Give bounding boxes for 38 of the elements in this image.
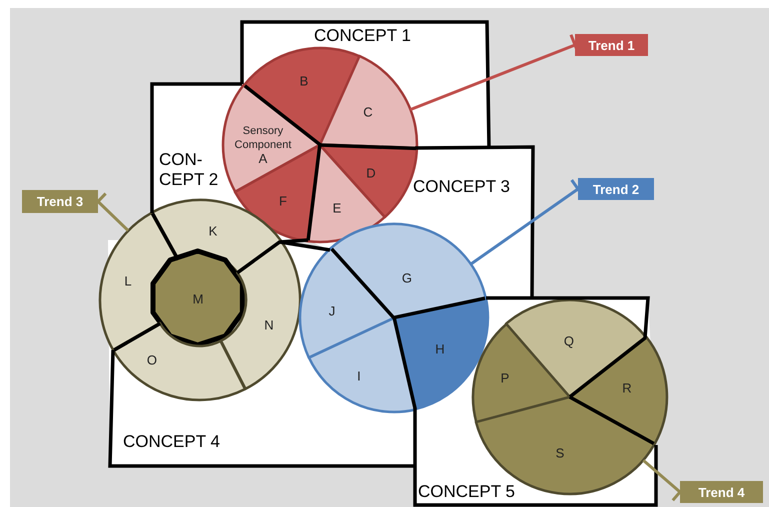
segment-label: S	[556, 446, 564, 460]
trend-tag: Trend 2	[578, 178, 654, 200]
concept-label: CON- CEPT 2	[159, 150, 223, 190]
ring-segment	[220, 241, 300, 390]
segment-label: F	[279, 194, 287, 208]
trend-tag: Trend 1	[575, 34, 648, 56]
pie-segment	[320, 56, 417, 148]
segment-label: M	[192, 292, 204, 306]
segment-label: G	[402, 270, 412, 286]
segment-label: A	[258, 152, 268, 166]
segment-label: R	[622, 380, 632, 396]
segment-label: B	[300, 73, 308, 88]
concept-label: CONCEPT 3	[413, 177, 510, 197]
segment-label: D	[366, 166, 376, 180]
pie-segment	[394, 298, 488, 410]
segment-label: H	[435, 341, 445, 356]
segment-label: P	[500, 370, 510, 386]
concept-label: CONCEPT 5	[418, 482, 515, 502]
segment-label: Sensory Component	[234, 124, 292, 152]
concept-label: CONCEPT 4	[123, 432, 220, 452]
trend-tag: Trend 3	[22, 190, 98, 213]
trend-tag: Trend 4	[680, 481, 763, 503]
segment-label: O	[146, 352, 158, 368]
segment-label: N	[264, 317, 274, 332]
pie-chart	[300, 224, 488, 412]
segment-label: J	[328, 303, 336, 318]
pie-segment	[300, 248, 394, 358]
segment-label: Q	[564, 333, 574, 348]
center-segment	[153, 251, 243, 345]
segment-label: C	[363, 104, 373, 120]
pie-segment	[331, 224, 486, 318]
segment-label: E	[332, 200, 342, 216]
segment-label: I	[357, 368, 361, 384]
segment-label: K	[208, 223, 218, 238]
segment-label: L	[124, 273, 132, 288]
ring-segment	[113, 323, 246, 400]
concept-label: CONCEPT 1	[314, 26, 411, 46]
pie-segment	[308, 318, 416, 412]
